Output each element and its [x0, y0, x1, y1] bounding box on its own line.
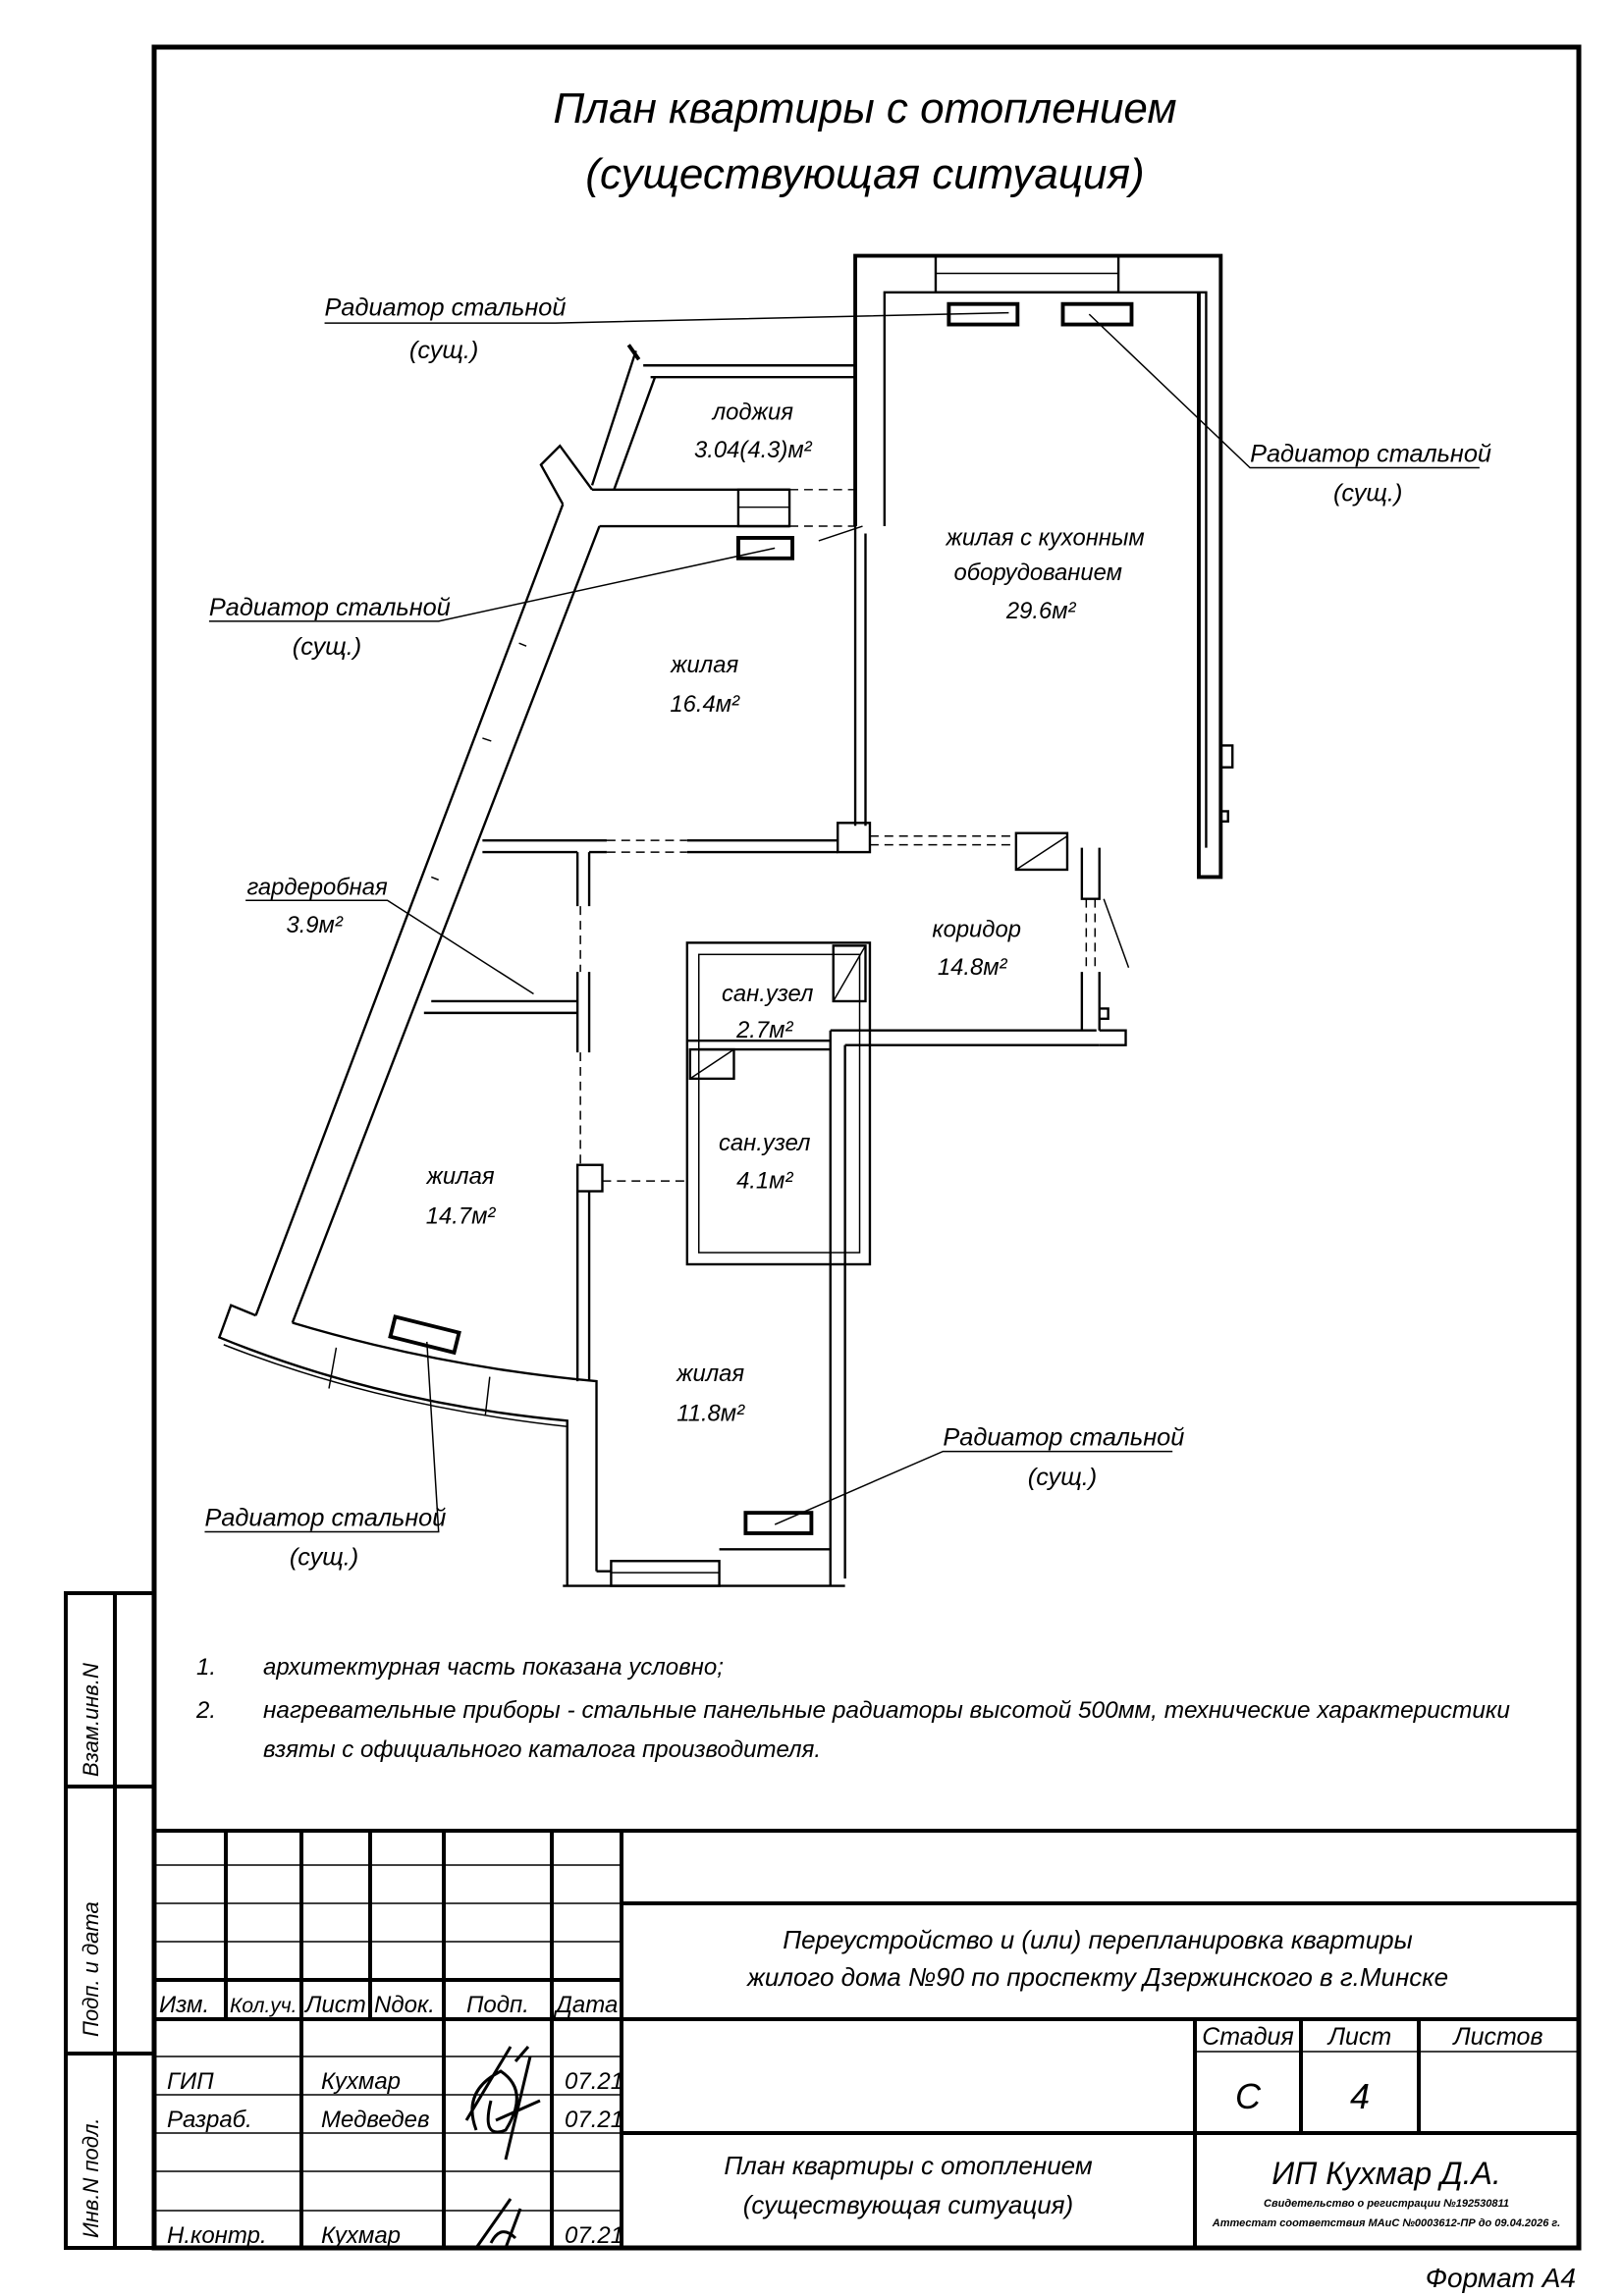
radiator-status: (сущ.) — [409, 337, 478, 364]
title-block: Изм. Кол.уч. Лист Nдок. Подп. Дата ГИП К… — [154, 1829, 1579, 2249]
room-area: 2.7м² — [735, 1017, 793, 1043]
replace-inv-label: Взам.инв.N — [79, 1663, 103, 1777]
note-text: нагревательные приборы - стальные панель… — [263, 1697, 1510, 1724]
radiator-label: Радиатор стальной — [943, 1424, 1184, 1452]
room-area: 11.8м² — [676, 1400, 745, 1426]
sheet-title-line2: (существующая ситуация) — [743, 2190, 1073, 2219]
room-name: жилая — [426, 1163, 495, 1190]
room-name: гардеробная — [246, 874, 388, 900]
radiator-status: (сущ.) — [293, 633, 361, 661]
radiator — [388, 1314, 461, 1356]
note-number: 2. — [195, 1697, 216, 1724]
window — [934, 254, 1120, 294]
radiator — [736, 536, 794, 561]
room-area: 4.1м² — [736, 1168, 793, 1195]
radiator-label: Радиатор стальной — [1250, 441, 1491, 468]
radiator-label: Радиатор стальной — [325, 294, 567, 322]
signature — [464, 2046, 541, 2161]
role: Н.контр. — [167, 2222, 267, 2249]
radiator-status: (сущ.) — [1333, 480, 1402, 507]
radiator — [1060, 301, 1134, 327]
radiator-label: Радиатор стальной — [204, 1505, 446, 1532]
registration-number: Свидетельство о регистрации №192530811 — [1264, 2198, 1509, 2210]
room-area: 14.7м² — [426, 1202, 497, 1229]
project-name-line2: жилого дома №90 по проспекту Дзержинског… — [746, 1962, 1448, 1992]
header-change: Изм. — [159, 1992, 209, 2018]
person-name: Кухмар — [321, 2222, 401, 2249]
inv-number-label: Инв.N подл. — [79, 2118, 103, 2238]
sheets-header: Листов — [1451, 2023, 1542, 2051]
sheet-title-line1: План квартиры с отоплением — [724, 2151, 1093, 2180]
sheet-header: Лист — [1326, 2023, 1391, 2051]
sheet-frame — [151, 44, 1582, 2251]
room-area: 29.6м² — [1005, 598, 1077, 624]
room-name: коридор — [932, 916, 1021, 942]
sign-date-label: Подп. и дата — [79, 1901, 103, 2037]
note-text: архитектурная часть показана условно; — [263, 1654, 724, 1681]
company-name: ИП Кухмар Д.А. — [1271, 2156, 1501, 2191]
note-number: 1. — [196, 1654, 216, 1681]
sheet-format: Формат А4 — [1426, 2263, 1576, 2293]
header-doc: Nдок. — [374, 1992, 435, 2018]
room-name: жилая с кухонным — [946, 524, 1145, 551]
room-name: оборудованием — [953, 560, 1121, 586]
floor-plan: Радиатор стальной (сущ.) Радиатор стальн… — [204, 253, 1491, 1587]
project-name-line1: Переустройство и (или) перепланировка кв… — [783, 1925, 1413, 1954]
drawing-title: План квартиры с отоплением — [553, 84, 1176, 133]
signature — [474, 2198, 522, 2249]
room-name: лоджия — [711, 399, 793, 425]
header-count: Кол.уч. — [230, 1995, 297, 2017]
certificate-number: Аттестат соответствия МАиС №0003612-ПР д… — [1212, 2217, 1560, 2229]
side-stamp: Взам.инв.N Подп. и дата Инв.N подл. — [64, 1591, 156, 2250]
stage-value: С — [1235, 2076, 1262, 2116]
room-area: 3.9м² — [286, 912, 343, 938]
date: 07.21 — [565, 2068, 623, 2095]
room-area: 3.04(4.3)м² — [694, 437, 813, 463]
header-sign: Подп. — [466, 1992, 529, 2018]
room-area: 16.4м² — [670, 691, 740, 718]
person-name: Кухмар — [321, 2068, 401, 2095]
person-name: Медведев — [321, 2107, 430, 2133]
role: Разраб. — [167, 2107, 252, 2133]
header-sheet: Лист — [303, 1992, 366, 2018]
notes: 1. архитектурная часть показана условно;… — [195, 1654, 1510, 1763]
sheet-value: 4 — [1350, 2076, 1370, 2116]
header-date: Дата — [553, 1992, 618, 2018]
room-name: жилая — [670, 652, 738, 678]
room-name: сан.узел — [722, 981, 813, 1007]
room-area: 14.8м² — [938, 954, 1008, 981]
radiator-status: (сущ.) — [1028, 1464, 1097, 1491]
room-name: жилая — [676, 1361, 744, 1387]
date: 07.21 — [565, 2222, 623, 2249]
drawing-subtitle: (существующая ситуация) — [585, 150, 1144, 198]
note-text: взяты с официального каталога производит… — [263, 1736, 821, 1763]
radiator-status: (сущ.) — [290, 1544, 358, 1572]
date: 07.21 — [565, 2107, 623, 2133]
radiator-label: Радиатор стальной — [209, 594, 451, 621]
room-name: сан.узел — [719, 1130, 810, 1156]
stage-header: Стадия — [1202, 2023, 1294, 2051]
role: ГИП — [167, 2068, 214, 2095]
